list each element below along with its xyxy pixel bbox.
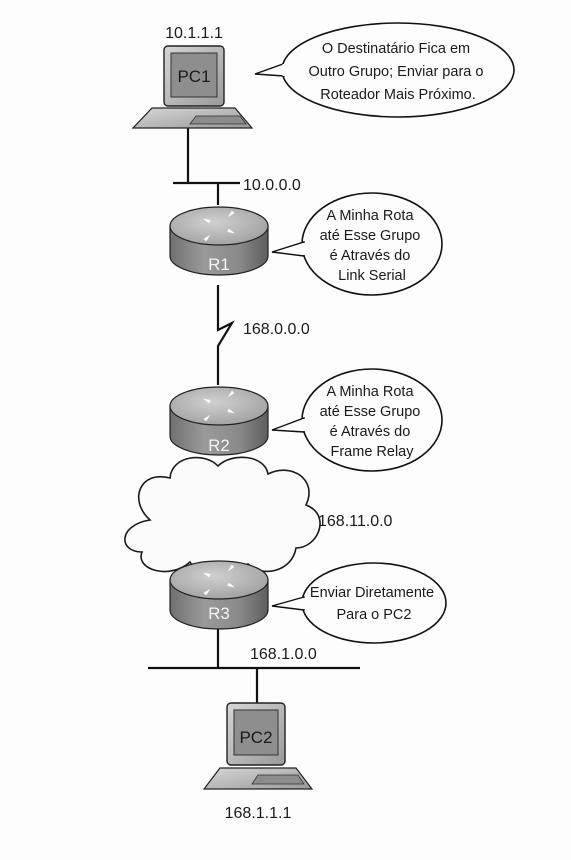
frame-relay-cloud (124, 456, 321, 577)
pc1-bubble-line-2: Outro Grupo; Enviar para o (309, 64, 484, 80)
pc2-screen (233, 709, 279, 756)
pc2-computer-icon (202, 702, 314, 790)
pc2-label: PC2 (239, 728, 272, 747)
r2-bubble-line-3: é Através do (330, 424, 411, 440)
r3-label: R3 (208, 604, 230, 623)
r2-bubble-line-2: até Esse Grupo (320, 404, 421, 420)
pc1-screen (170, 52, 218, 98)
r1-bubble-line-2: até Esse Grupo (320, 228, 421, 244)
svg-text:A Minha Rota até Esse Grup: A Minha Rota até Esse Grupo é Através do… (320, 208, 425, 284)
r1-router-icon (169, 206, 269, 276)
network-label-serial: 168.0.0.0 (243, 321, 310, 338)
r1-label: R1 (208, 255, 230, 274)
network-label-frame-relay: 168.11.0.0 (318, 513, 393, 530)
r3-speech-bubble (301, 562, 447, 644)
links (148, 126, 360, 703)
r3-bubble-line-1: Enviar Diretamente (310, 585, 434, 601)
pc1-ip-address: 10.1.1.1 (165, 25, 223, 42)
r3-bubble-line-2: Para o PC2 (337, 607, 412, 623)
pc1-computer-icon (131, 45, 254, 129)
svg-text:A Minha Rota até Esse Grup: A Minha Rota até Esse Grupo é Através do… (320, 384, 425, 460)
serial-link (216, 285, 235, 385)
r2-router-icon (169, 386, 269, 456)
pc1-bubble-pointer (254, 63, 285, 77)
r3-router-icon (169, 560, 269, 630)
network-label-lan-pc2: 168.1.0.0 (250, 646, 317, 663)
r3-bubble-pointer (271, 596, 305, 611)
r2-bubble-line-1: A Minha Rota (326, 384, 414, 400)
r1-bubble-line-4: Link Serial (338, 268, 406, 284)
r2-label: R2 (208, 436, 230, 455)
pc1-keyboard (189, 115, 247, 125)
r1-bubble-pointer (271, 241, 305, 257)
svg-text:O Destinatário Fica em Out: O Destinatário Fica em Outro Grupo; Envi… (309, 41, 488, 103)
pc1-bubble-line-3: Roteador Mais Próximo. (320, 87, 476, 103)
pc2-ip-address: 168.1.1.1 (225, 805, 292, 822)
pc1-bubble-line-1: O Destinatário Fica em (322, 41, 470, 57)
r2-bubble-pointer (271, 416, 305, 433)
r1-bubble-line-1: A Minha Rota (326, 208, 414, 224)
pc1-label: PC1 (177, 67, 210, 86)
r2-bubble-line-4: Frame Relay (331, 444, 415, 460)
pc2-keyboard (251, 774, 305, 785)
r1-bubble-line-3: é Através do (330, 248, 411, 264)
svg-text:Enviar Diretamente Para o: Enviar Diretamente Para o PC2 (310, 585, 438, 623)
network-label-lan-pc1: 10.0.0.0 (243, 177, 301, 194)
